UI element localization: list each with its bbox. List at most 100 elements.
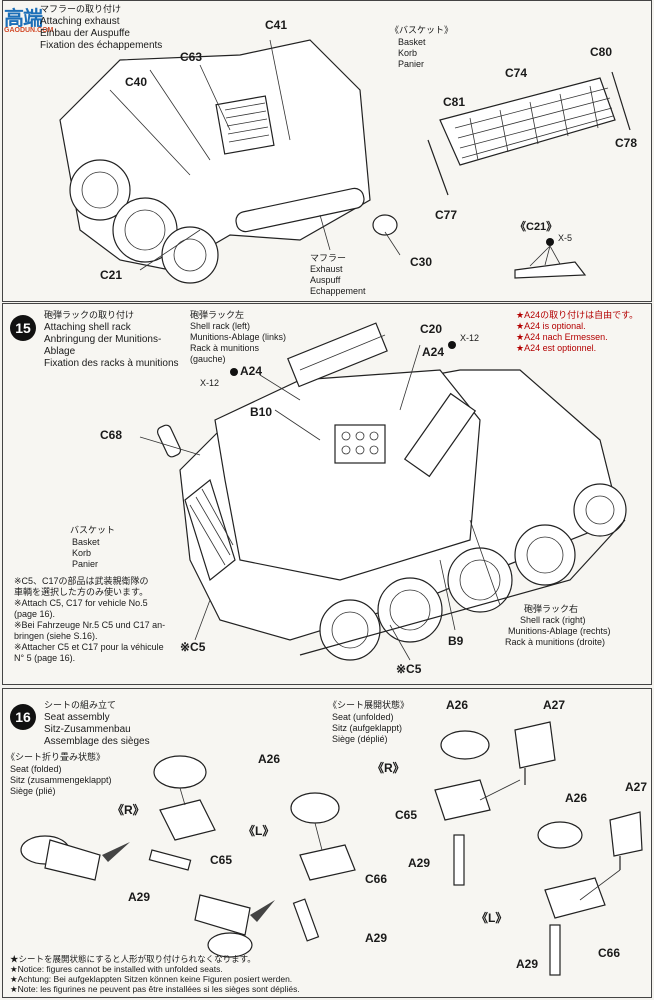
part-label-a29-1: A29: [128, 890, 151, 904]
step-15-title-de2: Ablage: [44, 346, 76, 357]
basket-label-en: Basket: [72, 537, 100, 547]
seat-bracket: [434, 779, 491, 821]
part-label-c5-right: ※C5: [396, 662, 422, 676]
seat-post: [453, 834, 465, 886]
seat-bracket: [44, 839, 101, 881]
detail-c21-part: X-5: [558, 233, 573, 243]
mark-r-folded: 《R》: [112, 803, 145, 817]
seat-bracket: [299, 844, 356, 881]
part-label-a26-3: A26: [565, 791, 588, 805]
engine-grille: [215, 95, 275, 155]
step-16-title-jp: シートの組み立て: [44, 700, 117, 710]
step-15-number: 15: [10, 315, 36, 341]
step-15-title-fr: Fixation des racks à munitions: [44, 358, 179, 369]
road-wheel: [377, 577, 443, 643]
seat-notice-en: ★Notice: figures cannot be installed wit…: [10, 964, 223, 974]
rack-left-en: Shell rack (left): [190, 321, 251, 331]
part-label-c41: C41: [265, 18, 288, 32]
step-15-title-jp: 砲弾ラックの取り付け: [44, 310, 135, 320]
optional-note-de: ★A24 nach Ermessen.: [516, 332, 608, 342]
seat-pan: [537, 821, 583, 849]
seat-post: [549, 924, 561, 976]
seat-bracket: [544, 877, 606, 919]
part-label-c68: C68: [100, 428, 123, 442]
basket-drawing: [439, 77, 616, 166]
unfolded-title-jp: 《シート展開状態》: [328, 700, 410, 710]
seat-pan: [207, 932, 253, 958]
part-label-a29-4: A29: [516, 957, 539, 971]
part-label-b10: B10: [250, 405, 273, 419]
seat-pan: [290, 792, 340, 824]
part-label-a29-3: A29: [408, 856, 431, 870]
part-label-x12-left: X-12: [200, 378, 220, 388]
rack-left-fr: Rack à munitions: [190, 343, 260, 353]
part-label-a29-2: A29: [365, 931, 388, 945]
part-label-a26-1: A26: [258, 752, 281, 766]
basket-label-de: Korb: [72, 548, 92, 558]
detail-c21-drawing: [514, 261, 587, 279]
drive-sprocket: [573, 483, 627, 537]
step-14-title-de: Einbau der Auspuffe: [40, 28, 130, 39]
optional-note: ★A24の取り付けは自由です。 ★A24 is optional. ★A24 n…: [516, 310, 638, 354]
part-label-a27-1: A27: [543, 698, 566, 712]
optional-note-fr: ★A24 est optionnel.: [516, 343, 597, 353]
mark-r-unfolded: 《R》: [372, 761, 405, 775]
step-16-title-de: Sitz-Zusammenbau: [44, 724, 131, 735]
c5-c17-note: ※C5、C17の部品は武装親衛隊の 車輌を選択した方のみ使います。 ※Attac…: [14, 576, 166, 663]
part-label-c74: C74: [505, 66, 528, 80]
part-label-c80: C80: [590, 45, 613, 59]
muffler-label-jp: マフラー: [310, 253, 347, 263]
basket-title-en: Basket: [398, 37, 426, 47]
mark-l-unfolded: 《L》: [476, 911, 508, 925]
watermark-logo: 高端 GAODUN.COM: [4, 8, 54, 34]
step-15-title-en: Attaching shell rack: [44, 322, 131, 333]
step-16-number: 16: [10, 704, 36, 730]
track: [299, 519, 626, 656]
seat-bracket: [159, 799, 216, 841]
seat-pan: [153, 755, 207, 789]
fighting-compartment: [214, 369, 481, 581]
unfolded-title-de: Sitz (aufgeklappt): [332, 723, 403, 733]
basket-title-jp: 《バスケット》: [390, 25, 454, 35]
optional-note-jp: ★A24の取り付けは自由です。: [516, 310, 639, 320]
step-16-title-fr: Assemblage des sièges: [44, 736, 150, 747]
seat-notice-de: ★Achtung: Bei aufgeklappten Sitzen könne…: [10, 974, 293, 984]
part-label-x12-right: X-12: [460, 333, 480, 343]
muffler-label-fr: Echappement: [310, 286, 366, 296]
part-label-a26-2: A26: [446, 698, 469, 712]
part-label-a27-2: A27: [625, 780, 648, 794]
rack-right-de: Munitions-Ablage (rechts): [508, 626, 611, 636]
seat-notice-fr: ★Note: les figurines ne peuvent pas être…: [10, 984, 300, 994]
rack-right-en: Shell rack (right): [520, 615, 586, 625]
part-label-c20: C20: [420, 322, 443, 336]
seat-post: [292, 898, 320, 942]
part-label-c21: C21: [100, 268, 123, 282]
step-15-title-de: Anbringung der Munitions-: [44, 334, 162, 345]
part-label-c66-1: C66: [365, 872, 388, 886]
seat-pan: [440, 730, 490, 760]
optional-note-en: ★A24 is optional.: [516, 321, 586, 331]
road-wheel: [69, 159, 131, 221]
part-label-a24-right: A24: [422, 345, 445, 359]
part-label-c65-1: C65: [210, 853, 233, 867]
rack-right-fr: Rack à munitions (droite): [505, 637, 606, 647]
part-label-a24-left: A24: [240, 364, 263, 378]
part-label-b9: B9: [448, 634, 464, 648]
folded-title-jp: 《シート折り畳み状態》: [6, 752, 106, 762]
part-label-c63: C63: [180, 50, 203, 64]
arrow-icon: [250, 900, 275, 922]
step-14-title-fr: Fixation des échappements: [40, 40, 163, 51]
step-16-title-en: Seat assembly: [44, 712, 110, 723]
muffler-label-de: Auspuff: [310, 275, 341, 285]
rack-right-jp: 砲弾ラック右: [524, 604, 579, 614]
muffler-label-en: Exhaust: [310, 264, 343, 274]
unfolded-title-en: Seat (unfolded): [332, 712, 394, 722]
folded-title-fr: Siège (plié): [10, 786, 56, 796]
part-label-c40: C40: [125, 75, 148, 89]
step-14-drawing: [59, 39, 631, 284]
seat-notice-jp: ★シートを展開状態にすると人形が取り付けられなくなります。: [10, 954, 256, 964]
part-label-c65-2: C65: [395, 808, 418, 822]
